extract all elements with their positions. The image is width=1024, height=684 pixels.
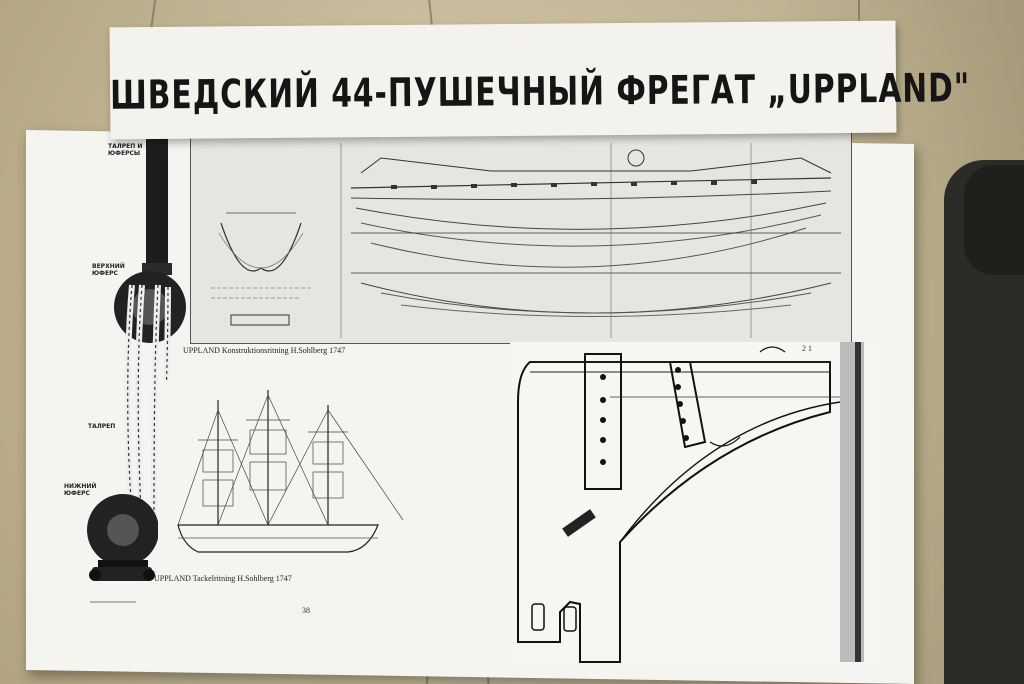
rigging-deadeye-drawing: ТАЛРЕП И ЮФЕРСЫ ВЕРХНИЙ ЮФЕРС ТАЛРЕП НИЖ… — [28, 135, 193, 605]
stern-detail-drawing: 2 1 — [510, 342, 880, 664]
coat-collar — [964, 165, 1024, 275]
rigging-caption: UPPLAND Tackelritning H.Sohlberg 1747 — [154, 574, 292, 583]
rig-label-lower: НИЖНИЙ ЮФЕРС — [64, 483, 97, 497]
construction-plan-drawing — [190, 132, 852, 344]
construction-caption: UPPLAND Konstruktionsritning H.Sohlberg … — [183, 346, 346, 355]
page-title: ШВЕДСКИЙ 44-ПУШЕЧНЫЙ ФРЕГАТ „UPPLAND" — [109, 64, 971, 119]
rigging-plan-drawing — [158, 380, 423, 575]
title-strip: ШВЕДСКИЙ 44-ПУШЕЧНЫЙ ФРЕГАТ „UPPLAND" — [109, 20, 971, 140]
page-number: 38 — [302, 606, 310, 615]
rig-label-upper: ВЕРХНИЙ ЮФЕРС — [92, 263, 125, 277]
rig-label-middle: ТАЛРЕП — [88, 423, 116, 430]
detail-number: 2 1 — [802, 344, 812, 353]
rig-label-top: ТАЛРЕП И ЮФЕРСЫ — [108, 143, 143, 157]
